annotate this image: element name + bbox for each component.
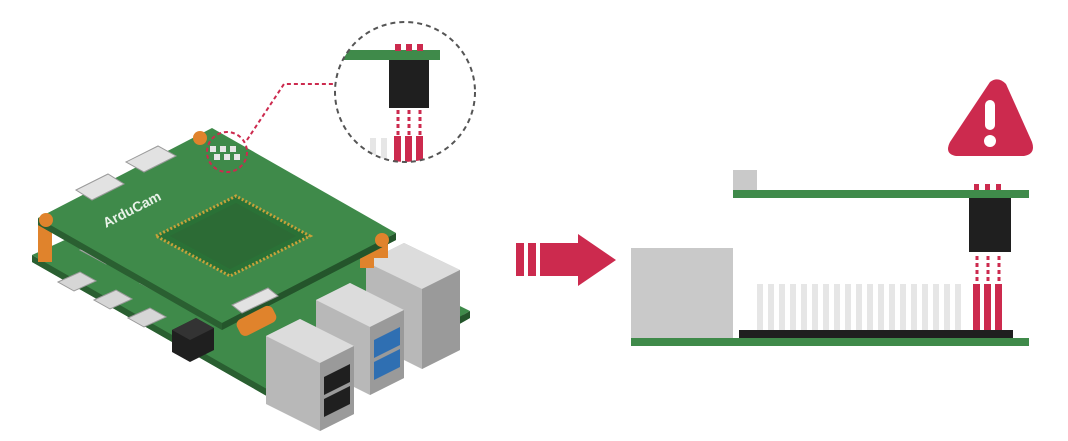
callout-leader-line bbox=[246, 83, 338, 141]
usb2-port bbox=[266, 319, 354, 431]
gpio-pin bbox=[889, 284, 895, 330]
gpio-pin bbox=[933, 284, 939, 330]
gpio-pin bbox=[757, 284, 763, 330]
gpio-pin bbox=[845, 284, 851, 330]
gpio-pin bbox=[779, 284, 785, 330]
port-block-side bbox=[631, 248, 733, 338]
gpio-pin bbox=[812, 284, 818, 330]
gpio-pin bbox=[823, 284, 829, 330]
gpio-pin bbox=[922, 284, 928, 330]
isometric-board-assembly: ArduCam bbox=[32, 63, 470, 431]
gpio-pin bbox=[790, 284, 796, 330]
base-board-side bbox=[631, 338, 1029, 346]
gpio-pin bbox=[955, 284, 961, 330]
side-view-diagram bbox=[631, 170, 1029, 346]
gpio-pin bbox=[911, 284, 917, 330]
gpio-pin bbox=[856, 284, 862, 330]
ribbon-connector bbox=[231, 287, 279, 336]
header-pins bbox=[210, 146, 240, 160]
gpio-pin bbox=[834, 284, 840, 330]
gpio-pin bbox=[878, 284, 884, 330]
hat-board: ArduCam bbox=[38, 128, 396, 330]
gpio-pin bbox=[867, 284, 873, 330]
gpio-pin bbox=[768, 284, 774, 330]
right-arrow-icon bbox=[516, 234, 616, 286]
zoom-callout bbox=[334, 21, 476, 163]
hat-board-side bbox=[733, 190, 1029, 198]
hat-component bbox=[733, 170, 757, 190]
gpio-pins bbox=[757, 284, 961, 330]
warning-triangle-icon bbox=[948, 79, 1033, 156]
gpio-pin bbox=[944, 284, 950, 330]
gpio-pin bbox=[900, 284, 906, 330]
hat-header-connector bbox=[969, 198, 1011, 252]
gpio-pin bbox=[801, 284, 807, 330]
gpio-header-base bbox=[739, 330, 1013, 338]
